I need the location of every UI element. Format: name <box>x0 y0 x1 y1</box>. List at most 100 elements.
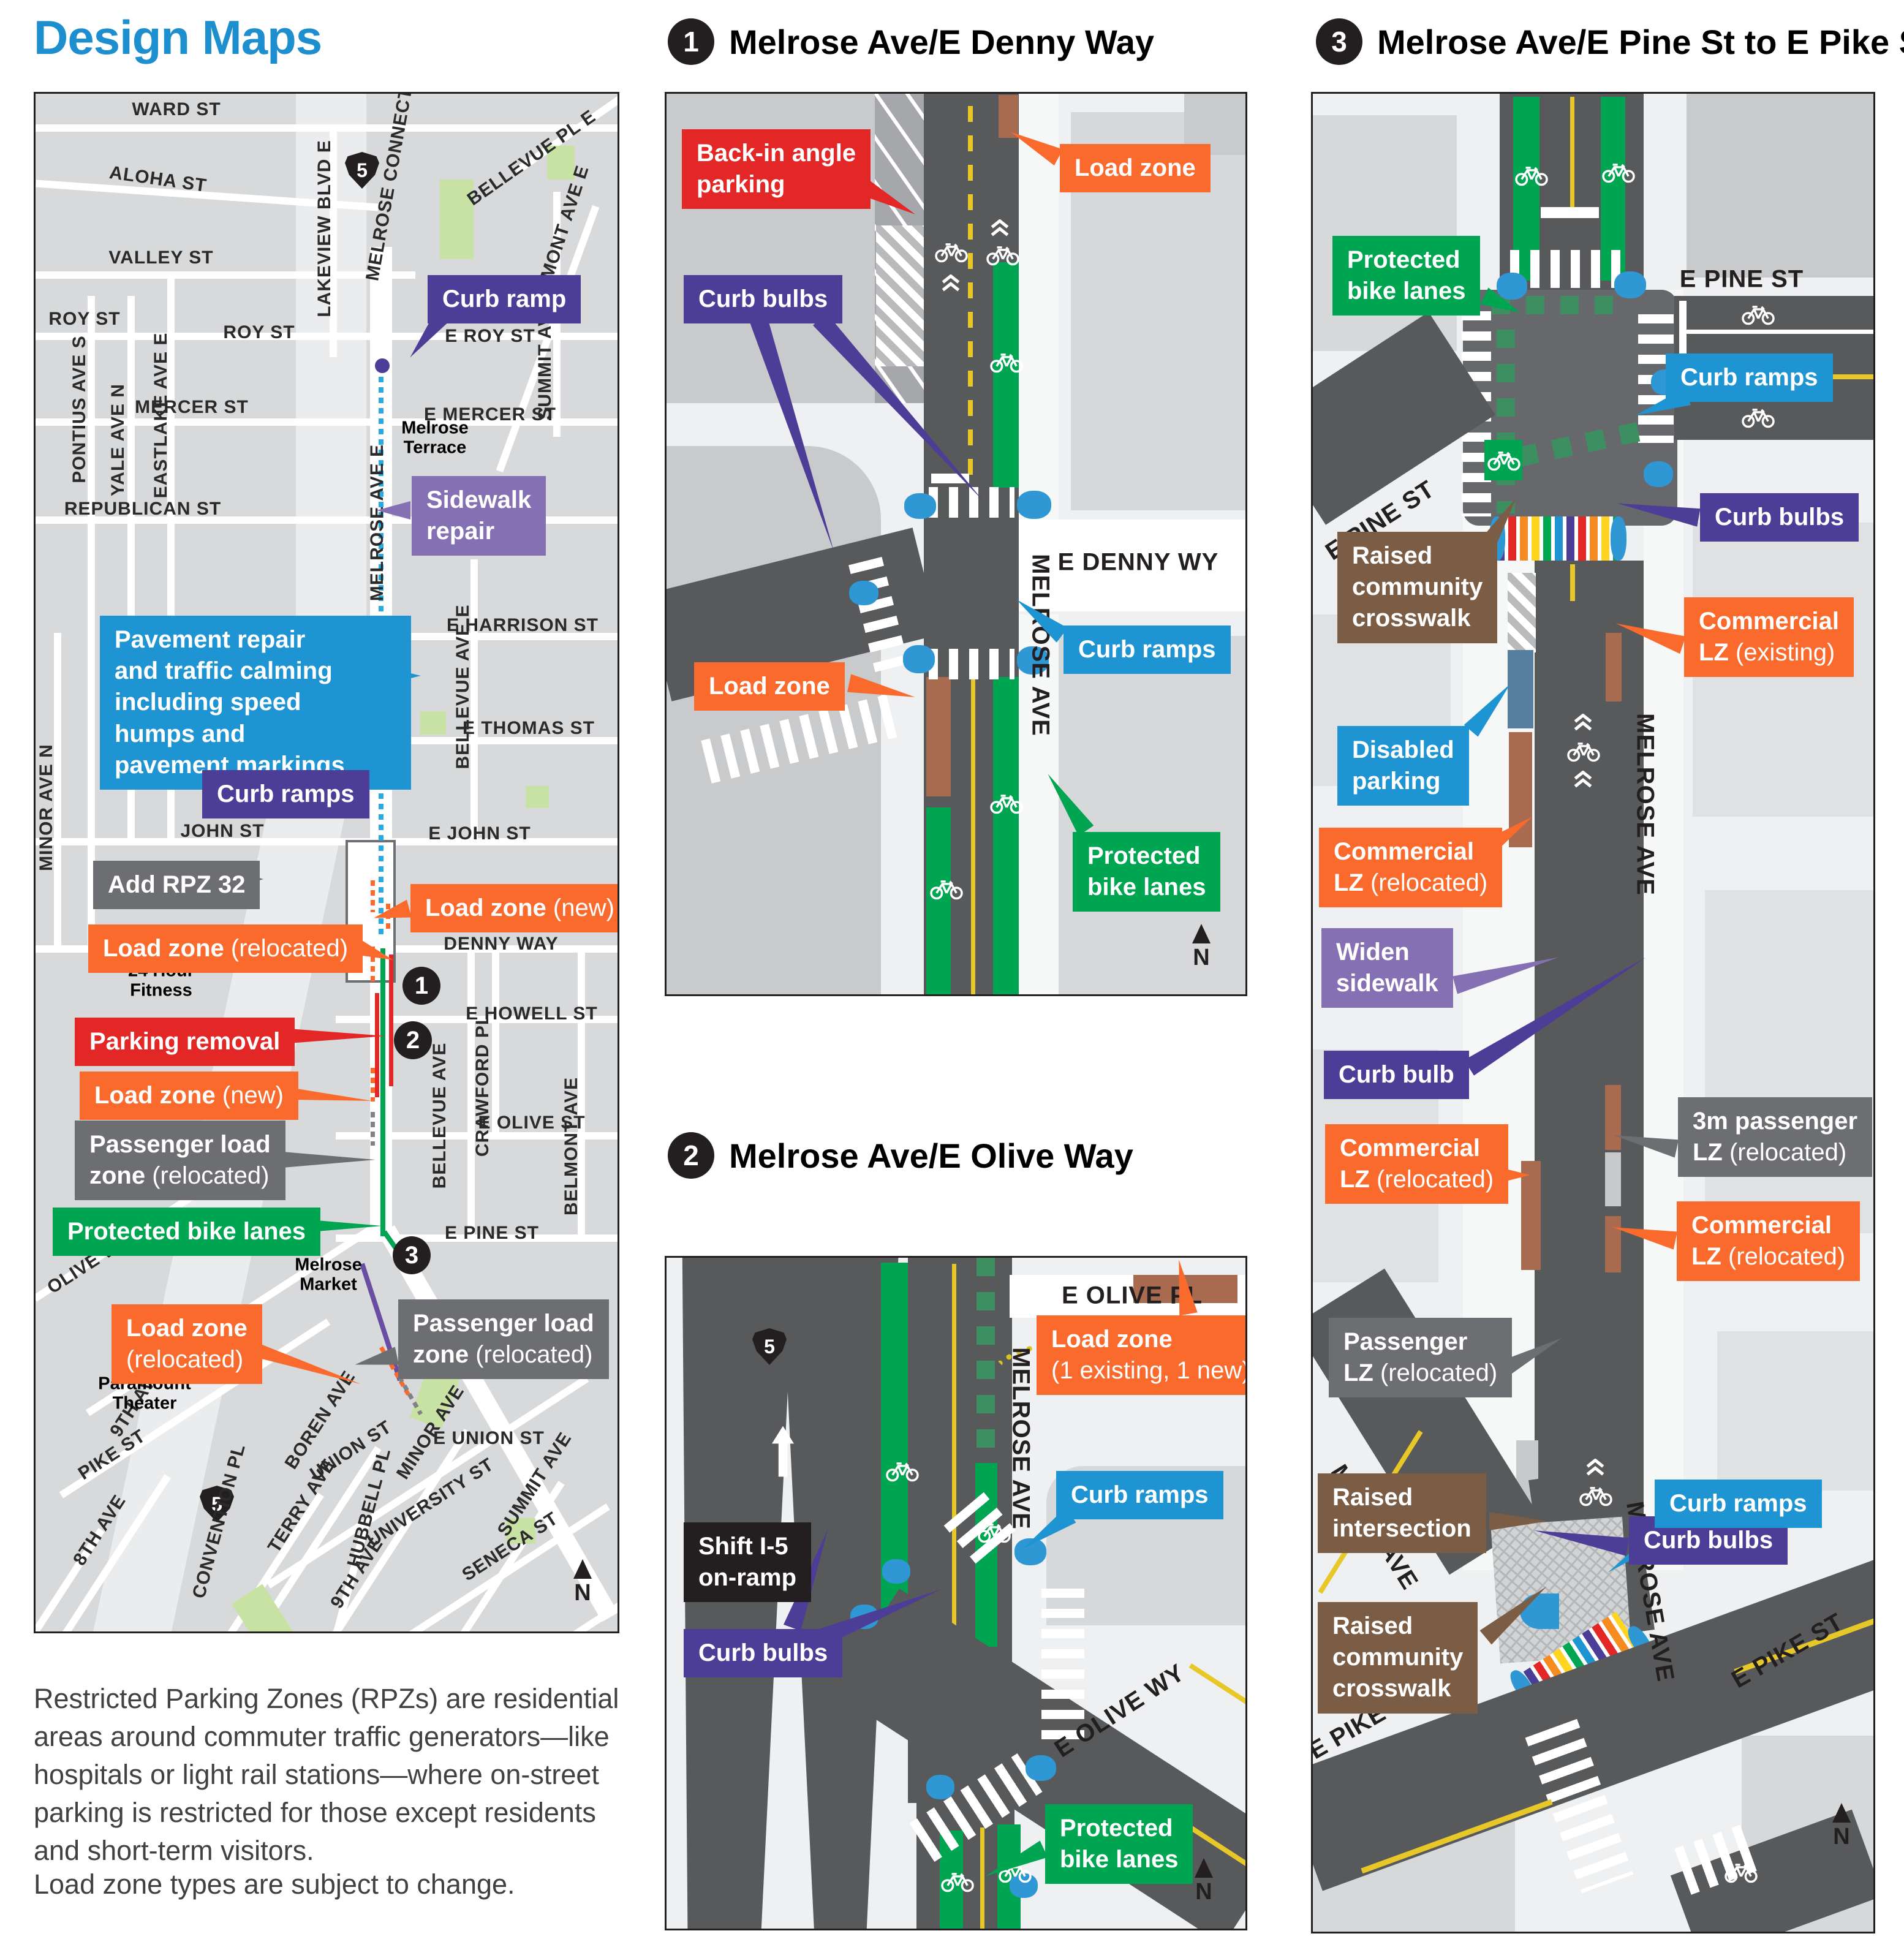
street-label: LAKEVIEW BLVD E <box>314 140 334 317</box>
building <box>1705 890 1873 1233</box>
callout-text: zone <box>89 1162 146 1190</box>
map-callout: Load zone(relocated) <box>111 1304 262 1385</box>
callout-text: Curb bulbs <box>698 285 828 312</box>
callout-text: crosswalk <box>1332 1675 1451 1703</box>
crosswalk <box>929 649 1014 679</box>
street-label: MELROSE AVE E <box>367 444 387 602</box>
curb-bulb <box>1644 461 1673 487</box>
curb-bulb <box>1017 646 1049 675</box>
bike-lane-icon <box>991 355 1022 372</box>
callout-text: Add RPZ 32 <box>108 871 246 898</box>
map2-header: 2 Melrose Ave/E Olive Way <box>668 1132 1133 1179</box>
callout-text: Passenger <box>1343 1328 1468 1355</box>
callout-text: LZ <box>1691 1243 1721 1271</box>
bike-lane-icon <box>1743 307 1774 324</box>
street-label: JOHN ST <box>180 821 265 841</box>
callout-note: (new) <box>215 1082 284 1109</box>
rpz-note: Restricted Parking Zones (RPZs) are resi… <box>34 1683 619 1867</box>
callout-note: (relocated) <box>224 935 349 962</box>
callout-text: LZ <box>1693 1139 1723 1166</box>
street-label: E UNION ST <box>433 1428 545 1448</box>
map1-header: 1 Melrose Ave/E Denny Way <box>668 18 1154 65</box>
callout-text: Protected <box>1347 246 1460 273</box>
load-zone-space <box>1606 633 1622 701</box>
curb-bulb <box>1520 1593 1559 1629</box>
rainbow-crosswalk <box>1497 516 1619 561</box>
callout-text: humps and <box>115 720 246 747</box>
yellow-line <box>1188 1663 1245 1721</box>
callout-text: Parking removal <box>89 1028 281 1055</box>
park <box>506 1518 535 1544</box>
park <box>440 180 474 259</box>
callout-text: 3m passenger <box>1693 1108 1858 1135</box>
map-callout: Load zone <box>694 662 845 711</box>
street <box>36 333 618 340</box>
bike-lane <box>993 262 1019 488</box>
callout-text: Commercial <box>1699 608 1839 635</box>
corridor-bike-lane <box>380 948 385 1236</box>
callout-note: (1 existing, 1 new) <box>1051 1357 1247 1385</box>
hatch-area <box>876 225 924 366</box>
map-callout: Parking removal <box>75 1018 295 1067</box>
street-label: EASTLAKE AVE E <box>151 332 171 499</box>
map-callout: Curb bulb <box>1324 1051 1469 1100</box>
park <box>420 711 446 735</box>
load-zone-dash <box>371 880 375 912</box>
street-label: E OLIVE ST <box>478 1113 586 1133</box>
disabled-parking-space <box>1508 650 1533 728</box>
load-zone-dash <box>371 1068 375 1102</box>
place-label: Melrose Market <box>295 1255 362 1295</box>
map-callout: Load zone (relocated) <box>88 924 363 973</box>
bike-lane-icon <box>1726 1865 1756 1882</box>
callout-text: community <box>1352 573 1483 601</box>
bike-lane-icon <box>936 244 967 262</box>
map2-number-badge: 2 <box>668 1132 714 1179</box>
street-label: E PINE ST <box>1679 265 1804 293</box>
yellow-line <box>952 1264 956 1647</box>
load-zone-space <box>999 95 1018 138</box>
callout-note: (relocated) <box>469 1341 593 1369</box>
street-label: DENNY WAY <box>444 934 559 954</box>
bike-lane <box>926 807 951 994</box>
north-compass: N <box>1195 1858 1213 1905</box>
bike-lane-icon <box>1568 744 1599 761</box>
compass-label: N <box>574 1580 591 1606</box>
compass-arrow-icon <box>1195 1858 1213 1878</box>
street <box>36 271 415 279</box>
passenger-zone-space <box>1605 1152 1621 1206</box>
map-callout: Protected bike lanes <box>53 1208 321 1257</box>
callout-text: sidewalk <box>1336 970 1438 997</box>
callout-text: Commercial <box>1691 1212 1832 1239</box>
map3-title: Melrose Ave/E Pine St to E Pike St <box>1377 22 1904 61</box>
callout-text: Load zone <box>126 1315 247 1342</box>
bike-lane <box>993 677 1019 994</box>
bike-crossing-dashes <box>1497 330 1515 513</box>
street <box>336 1016 618 1023</box>
callout-text: zone <box>413 1341 469 1369</box>
load-zone-dash <box>371 947 375 982</box>
crosswalk <box>1510 250 1623 288</box>
curb-bulb <box>926 1775 954 1799</box>
street-label: CRAWFORD PL <box>472 1013 493 1157</box>
yellow-line <box>1570 97 1574 207</box>
street-label: MERCER ST <box>135 397 249 417</box>
callout-text: and traffic calming <box>115 657 333 685</box>
street <box>330 124 337 357</box>
curb-bulb <box>903 645 935 673</box>
yellow-dashed-line <box>968 106 973 486</box>
street-label: VALLEY ST <box>108 248 214 268</box>
load-zone-dash <box>386 904 390 933</box>
street <box>467 945 475 1234</box>
callout-text: Curb ramps <box>1071 1481 1209 1508</box>
